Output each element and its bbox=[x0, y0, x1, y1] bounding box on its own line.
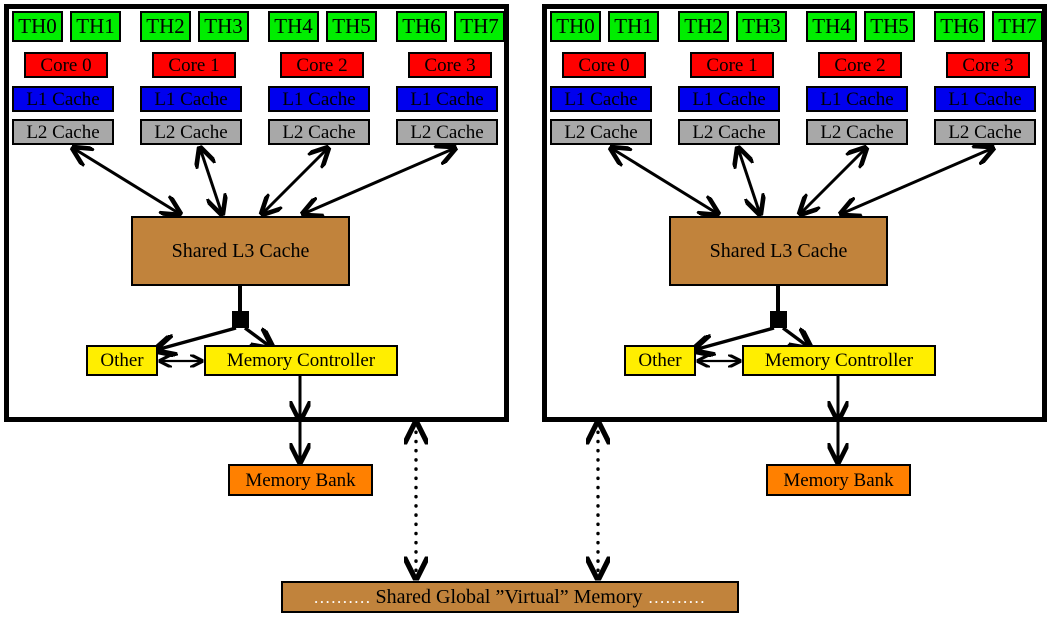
l1-cache-block-3[interactable]: L1 Cache bbox=[396, 86, 498, 112]
thread-block-th1[interactable]: TH1 bbox=[70, 11, 121, 42]
thread-block-th6[interactable]: TH6 bbox=[396, 11, 447, 42]
right-junction-branches bbox=[694, 326, 810, 350]
thread-block-th7-right[interactable]: TH7 bbox=[992, 11, 1043, 42]
core-block-0-right[interactable]: Core 0 bbox=[562, 52, 646, 78]
l2-cache-block-0[interactable]: L2 Cache bbox=[12, 119, 114, 145]
l1-cache-block-3-right[interactable]: L1 Cache bbox=[934, 86, 1036, 112]
shared-l3-cache-block[interactable]: Shared L3 Cache bbox=[131, 216, 350, 286]
cpu-package-right bbox=[542, 4, 1047, 422]
core-block-3[interactable]: Core 3 bbox=[408, 52, 492, 78]
thread-block-th4-right[interactable]: TH4 bbox=[806, 11, 857, 42]
core-block-0[interactable]: Core 0 bbox=[24, 52, 108, 78]
core-block-1[interactable]: Core 1 bbox=[152, 52, 236, 78]
thread-block-th3[interactable]: TH3 bbox=[198, 11, 249, 42]
leader-dots-left: .......... bbox=[313, 587, 372, 607]
right-l2-to-l3-arrows bbox=[611, 148, 993, 214]
core-block-2-right[interactable]: Core 2 bbox=[818, 52, 902, 78]
core-block-2[interactable]: Core 2 bbox=[280, 52, 364, 78]
memory-bank-block-right[interactable]: Memory Bank bbox=[766, 464, 911, 496]
global-memory-dotted-links bbox=[416, 423, 598, 578]
thread-block-th1-right[interactable]: TH1 bbox=[608, 11, 659, 42]
leader-dots-right: .......... bbox=[648, 587, 707, 607]
thread-block-th2[interactable]: TH2 bbox=[140, 11, 191, 42]
left-l2-to-l3-arrows bbox=[73, 148, 455, 214]
shared-global-virtual-memory-block[interactable]: ..........Shared Global ”Virtual” Memory… bbox=[281, 581, 739, 613]
l2-cache-block-3-right[interactable]: L2 Cache bbox=[934, 119, 1036, 145]
l2-cache-block-2[interactable]: L2 Cache bbox=[268, 119, 370, 145]
other-block[interactable]: Other bbox=[86, 345, 158, 376]
shared-l3-cache-block-right[interactable]: Shared L3 Cache bbox=[669, 216, 888, 286]
core-block-3-right[interactable]: Core 3 bbox=[946, 52, 1030, 78]
l1-cache-block-0[interactable]: L1 Cache bbox=[12, 86, 114, 112]
thread-block-th7[interactable]: TH7 bbox=[454, 11, 505, 42]
thread-block-th5-right[interactable]: TH5 bbox=[864, 11, 915, 42]
l1-cache-block-1-right[interactable]: L1 Cache bbox=[678, 86, 780, 112]
l2-cache-block-1[interactable]: L2 Cache bbox=[140, 119, 242, 145]
l1-cache-block-1[interactable]: L1 Cache bbox=[140, 86, 242, 112]
l2-cache-block-2-right[interactable]: L2 Cache bbox=[806, 119, 908, 145]
memory-bank-block[interactable]: Memory Bank bbox=[228, 464, 373, 496]
l2-cache-block-1-right[interactable]: L2 Cache bbox=[678, 119, 780, 145]
thread-block-th0-right[interactable]: TH0 bbox=[550, 11, 601, 42]
thread-block-th5[interactable]: TH5 bbox=[326, 11, 377, 42]
left-junction-branches bbox=[156, 326, 272, 350]
l1-cache-block-0-right[interactable]: L1 Cache bbox=[550, 86, 652, 112]
thread-block-th0[interactable]: TH0 bbox=[12, 11, 63, 42]
right-bus-junction bbox=[770, 311, 787, 328]
cpu-package-left bbox=[4, 4, 509, 422]
other-block-right[interactable]: Other bbox=[624, 345, 696, 376]
core-block-1-right[interactable]: Core 1 bbox=[690, 52, 774, 78]
thread-block-th2-right[interactable]: TH2 bbox=[678, 11, 729, 42]
thread-block-th3-right[interactable]: TH3 bbox=[736, 11, 787, 42]
left-bus-junction bbox=[232, 311, 249, 328]
l1-cache-block-2-right[interactable]: L1 Cache bbox=[806, 86, 908, 112]
l2-cache-block-3[interactable]: L2 Cache bbox=[396, 119, 498, 145]
memory-controller-block-right[interactable]: Memory Controller bbox=[742, 345, 936, 376]
shared-global-virtual-memory-label: Shared Global ”Virtual” Memory bbox=[375, 586, 643, 608]
l2-cache-block-0-right[interactable]: L2 Cache bbox=[550, 119, 652, 145]
thread-block-th4[interactable]: TH4 bbox=[268, 11, 319, 42]
memory-controller-block[interactable]: Memory Controller bbox=[204, 345, 398, 376]
thread-block-th6-right[interactable]: TH6 bbox=[934, 11, 985, 42]
l1-cache-block-2[interactable]: L1 Cache bbox=[268, 86, 370, 112]
